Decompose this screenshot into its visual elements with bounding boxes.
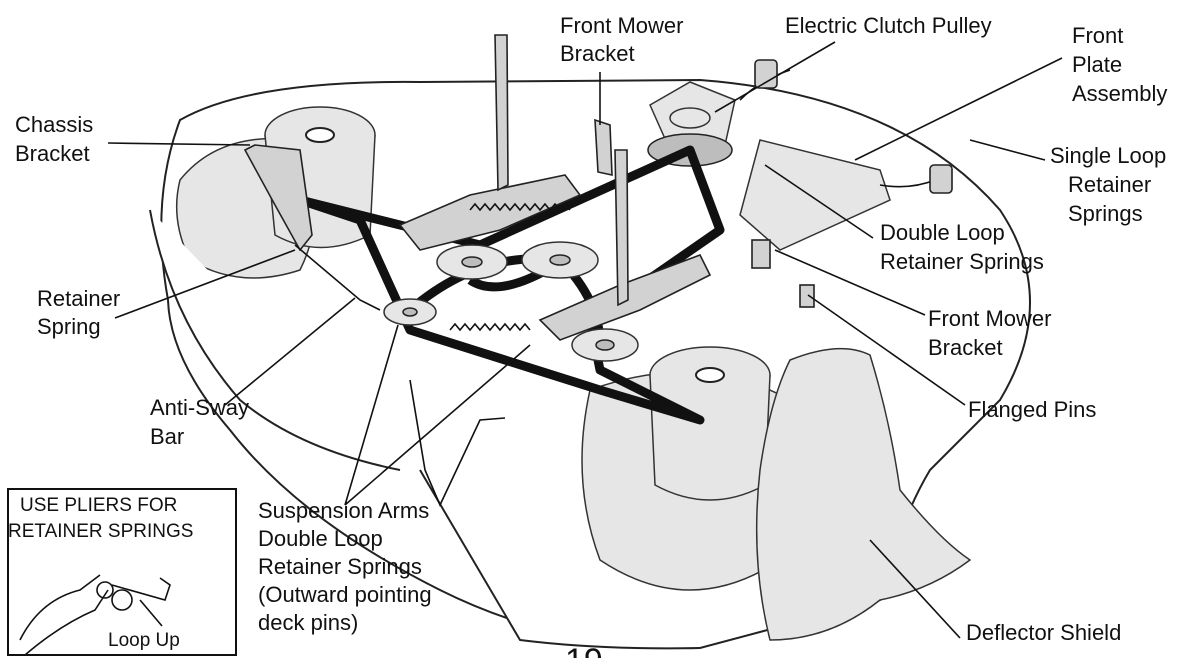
- page-number: 19: [565, 642, 603, 658]
- label-retainer-spring: Retainer Spring: [37, 286, 120, 339]
- label-line: (Outward pointing: [258, 582, 432, 607]
- label-line: Retainer: [1068, 172, 1151, 197]
- leader-lines: [107, 41, 1063, 639]
- label-anti-sway-bar: Anti-Sway Bar: [150, 395, 249, 449]
- label-line: Double Loop: [880, 220, 1005, 245]
- label-line: Front: [1072, 23, 1123, 48]
- flanged-pins-part: [751, 239, 815, 308]
- label-line: Spring: [37, 314, 101, 339]
- springs: [449, 202, 571, 332]
- label-line: Suspension Arms: [258, 498, 429, 523]
- right-spindle-housing: [649, 346, 771, 501]
- label-line: Retainer Springs: [258, 554, 422, 579]
- label-chassis-bracket: Chassis Bracket: [15, 112, 93, 166]
- label-line: Springs: [1068, 201, 1143, 226]
- label-line: Bracket: [560, 41, 635, 66]
- front-mower-bracket-rods: [494, 34, 629, 307]
- label-line: Bracket: [15, 141, 90, 166]
- label-front-mower-bracket-top: Front Mower Bracket: [560, 13, 683, 66]
- label-single-loop-retainer-springs: Single Loop Retainer Springs: [1050, 143, 1166, 226]
- label-line: Front Mower: [560, 13, 683, 38]
- label-front-mower-bracket-right: Front Mower Bracket: [928, 306, 1051, 360]
- label-line: Front Mower: [928, 306, 1051, 331]
- pliers-icon: [19, 574, 171, 656]
- label-line: Electric Clutch Pulley: [785, 13, 992, 38]
- label-line: Retainer: [37, 286, 120, 311]
- label-line: Single Loop: [1050, 143, 1166, 168]
- inset-title-line: USE PLIERS FOR: [20, 495, 177, 516]
- label-line: Plate: [1072, 52, 1122, 77]
- label-line: deck pins): [258, 610, 358, 635]
- label-front-plate-assembly: Front Plate Assembly: [1072, 23, 1167, 106]
- inset-title-line: RETAINER SPRINGS: [8, 521, 193, 542]
- inset-frame: [7, 488, 237, 656]
- pliers-inset: USE PLIERS FOR RETAINER SPRINGS Loop Up: [7, 488, 237, 656]
- label-line: Flanged Pins: [968, 397, 1096, 422]
- label-line: Retainer Springs: [880, 249, 1044, 274]
- idler-pulleys: [383, 241, 639, 362]
- inset-caption: Loop Up: [108, 630, 180, 651]
- label-line: Assembly: [1072, 81, 1167, 106]
- label-line: Anti-Sway: [150, 395, 249, 420]
- label-deflector-shield: Deflector Shield: [966, 620, 1121, 645]
- front-plate-assembly-part: [739, 59, 953, 251]
- label-flanged-pins: Flanged Pins: [968, 397, 1096, 422]
- label-line: Deflector Shield: [966, 620, 1121, 645]
- label-line: Bar: [150, 424, 184, 449]
- label-suspension-arms: Suspension Arms Double Loop Retainer Spr…: [258, 498, 432, 635]
- label-electric-clutch-pulley: Electric Clutch Pulley: [785, 13, 992, 38]
- deflector-shield-part: [755, 347, 972, 641]
- label-line: Bracket: [928, 335, 1003, 360]
- label-line: Chassis: [15, 112, 93, 137]
- label-double-loop-retainer-springs: Double Loop Retainer Springs: [880, 220, 1044, 274]
- label-line: Double Loop: [258, 526, 383, 551]
